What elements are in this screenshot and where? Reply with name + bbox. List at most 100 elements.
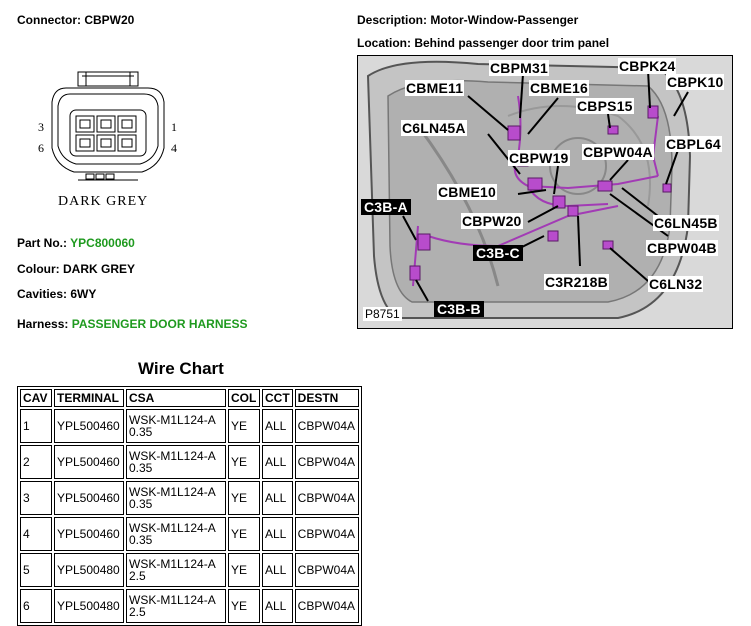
csa-spec: WSK-M1L124-A xyxy=(129,413,216,427)
callout-c6ln32: C6LN32 xyxy=(648,276,704,292)
cell-col: YE xyxy=(228,517,260,551)
cell-terminal: YPL500460 xyxy=(54,445,124,479)
description-label: Description: Motor-Window-Passenger xyxy=(357,13,579,27)
harness: Harness: PASSENGER DOOR HARNESS xyxy=(17,317,248,331)
connector-face-drawing xyxy=(51,71,165,181)
part-no-label: Part No.: xyxy=(17,236,68,250)
callout-cbpw19: CBPW19 xyxy=(508,150,570,166)
image-reference: P8751 xyxy=(363,307,402,321)
cell-cav: 1 xyxy=(20,409,52,443)
cell-col: YE xyxy=(228,553,260,587)
wire-chart-title: Wire Chart xyxy=(138,359,224,378)
cell-destn: CBPW04A xyxy=(294,445,359,479)
callout-c3r218b: C3R218B xyxy=(544,274,609,290)
callout-cbpw04a: CBPW04A xyxy=(582,144,654,160)
cell-col: YE xyxy=(228,589,260,623)
callout-cbpw04b: CBPW04B xyxy=(646,240,718,256)
pin-label-3: 3 xyxy=(38,120,44,134)
column-header-col: COL xyxy=(228,389,260,407)
cell-cct: ALL xyxy=(262,553,293,587)
colour-label: Colour: DARK GREY xyxy=(17,262,135,276)
cell-terminal: YPL500460 xyxy=(54,409,124,443)
cell-terminal: YPL500480 xyxy=(54,553,124,587)
pin-label-4: 4 xyxy=(171,141,177,155)
callout-c3b-a: C3B-A xyxy=(361,199,411,215)
cell-destn: CBPW04A xyxy=(294,517,359,551)
csa-size: 2.5 xyxy=(129,605,146,619)
cell-cav: 2 xyxy=(20,445,52,479)
pin-label-1: 1 xyxy=(171,120,177,134)
table-header-row: CAV TERMINAL CSA COL CCT DESTN xyxy=(20,389,359,407)
cell-destn: CBPW04A xyxy=(294,481,359,515)
callout-cbme11: CBME11 xyxy=(405,80,465,96)
harness-label: Harness: xyxy=(17,317,69,331)
pin-label-6: 6 xyxy=(38,141,44,155)
callout-cbme16: CBME16 xyxy=(529,80,589,96)
cell-terminal: YPL500460 xyxy=(54,517,124,551)
callout-c3b-c: C3B-C xyxy=(473,245,523,261)
part-no-value: YPC800060 xyxy=(70,236,135,250)
csa-size: 0.35 xyxy=(129,425,153,439)
connector-face-diagram: 3 6 1 4 xyxy=(30,62,190,212)
cell-terminal: YPL500460 xyxy=(54,481,124,515)
cell-col: YE xyxy=(228,409,260,443)
connector-label: Connector: CBPW20 xyxy=(17,13,135,27)
callout-cbpk10: CBPK10 xyxy=(666,74,725,90)
harness-value: PASSENGER DOOR HARNESS xyxy=(71,317,248,331)
cell-destn: CBPW04A xyxy=(294,589,359,623)
column-header-terminal: TERMINAL xyxy=(54,389,124,407)
callout-cbpk24: CBPK24 xyxy=(618,58,677,74)
cell-destn: CBPW04A xyxy=(294,553,359,587)
csa-size: 0.35 xyxy=(129,461,153,475)
column-header-destn: DESTN xyxy=(294,389,359,407)
callout-c3b-b: C3B-B xyxy=(434,301,484,317)
callout-cbpl64: CBPL64 xyxy=(665,136,722,152)
cell-cct: ALL xyxy=(262,589,293,623)
csa-spec: WSK-M1L124-A xyxy=(129,521,216,535)
csa-spec: WSK-M1L124-A xyxy=(129,557,216,571)
callout-c6ln45b: C6LN45B xyxy=(653,215,719,231)
wire-chart-table: CAV TERMINAL CSA COL CCT DESTN 1 YPL5004… xyxy=(17,386,362,626)
cell-cav: 4 xyxy=(20,517,52,551)
column-header-csa: CSA xyxy=(126,389,226,407)
callout-c6ln45a: C6LN45A xyxy=(401,120,467,136)
cell-cav: 3 xyxy=(20,481,52,515)
cell-cct: ALL xyxy=(262,409,293,443)
location-image: CBPM31 CBPK24 CBME11 CBME16 CBPK10 CBPS1… xyxy=(357,55,733,329)
cell-cct: ALL xyxy=(262,445,293,479)
cell-col: YE xyxy=(228,445,260,479)
cell-cct: ALL xyxy=(262,517,293,551)
part-number: Part No.: YPC800060 xyxy=(17,236,135,250)
callout-cbpw20: CBPW20 xyxy=(461,213,523,229)
cell-cav: 5 xyxy=(20,553,52,587)
cell-destn: CBPW04A xyxy=(294,409,359,443)
callout-cbpm31: CBPM31 xyxy=(489,60,549,76)
column-header-cav: CAV xyxy=(20,389,52,407)
csa-spec: WSK-M1L124-A xyxy=(129,485,216,499)
cell-cav: 6 xyxy=(20,589,52,623)
csa-spec: WSK-M1L124-A xyxy=(129,449,216,463)
callout-cbps15: CBPS15 xyxy=(576,98,634,114)
cell-cct: ALL xyxy=(262,481,293,515)
cell-terminal: YPL500480 xyxy=(54,589,124,623)
csa-size: 0.35 xyxy=(129,497,153,511)
csa-size: 0.35 xyxy=(129,533,153,547)
location-label: Location: Behind passenger door trim pan… xyxy=(357,36,610,50)
callout-cbme10: CBME10 xyxy=(437,184,497,200)
csa-spec: WSK-M1L124-A xyxy=(129,593,216,607)
connector-color-caption: DARK GREY xyxy=(58,194,149,209)
cell-col: YE xyxy=(228,481,260,515)
csa-size: 2.5 xyxy=(129,569,146,583)
cavities-label: Cavities: 6WY xyxy=(17,287,97,301)
